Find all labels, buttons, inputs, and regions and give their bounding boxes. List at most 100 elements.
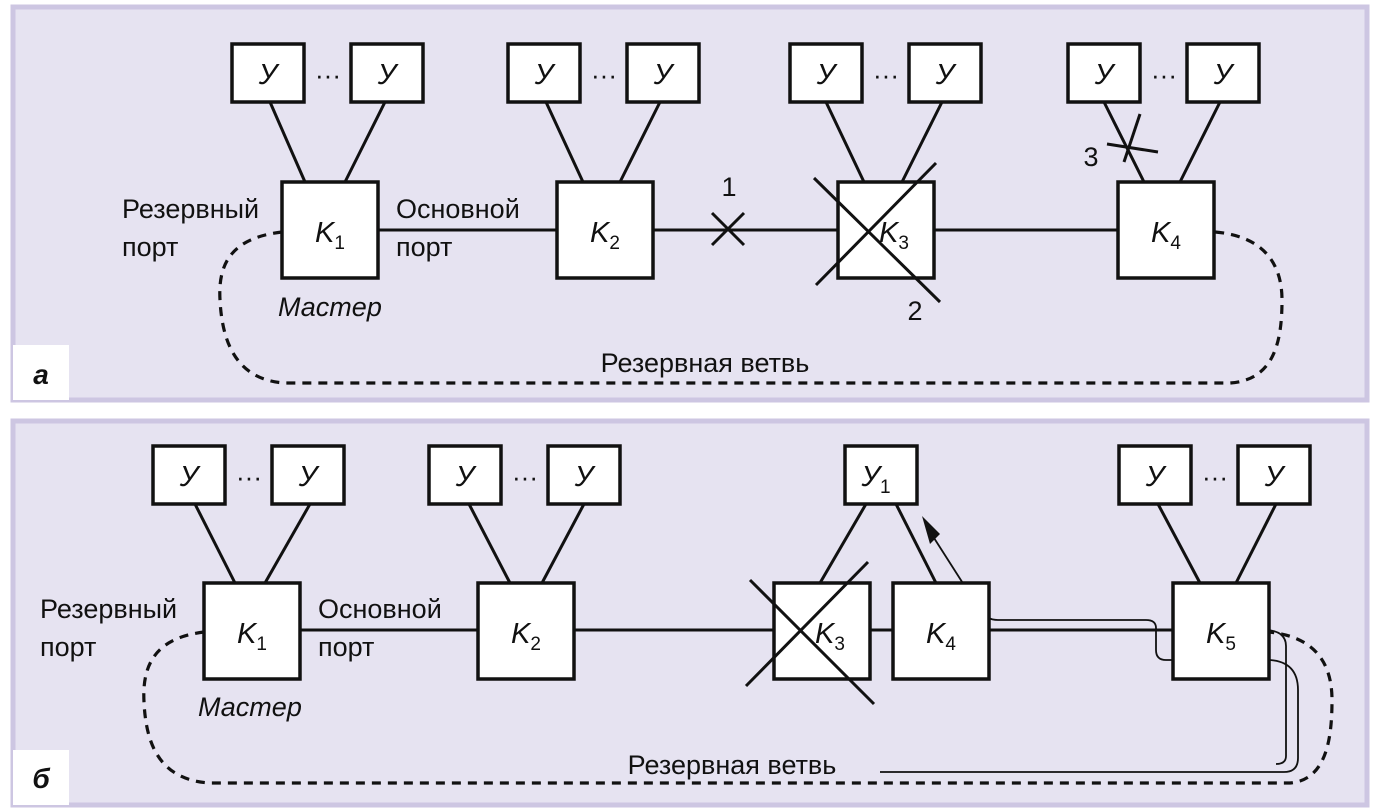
device-label: У: [574, 461, 596, 493]
master-label: Мастер: [198, 692, 302, 722]
device-box: [788, 42, 864, 104]
reserve-port-label: порт: [122, 232, 178, 262]
device-box: [230, 42, 306, 104]
main-port-label: порт: [396, 232, 452, 262]
reserve-branch-path: [218, 230, 1284, 385]
fault-2-cross: [812, 176, 942, 304]
fault-3-cross: [1122, 113, 1142, 163]
device-box: [1185, 42, 1261, 104]
device-group-k2: У ··· У: [427, 444, 622, 506]
panel-b-letter-tab: [13, 750, 69, 805]
traffic-path-line: [880, 526, 1299, 773]
device-box: [625, 42, 701, 104]
fault-3-label: 3: [1083, 142, 1098, 172]
fault-k3-cross: [744, 560, 870, 688]
switch-k1: K1: [280, 180, 380, 280]
switch-label: K3: [879, 217, 909, 254]
switch-k2: K2: [555, 180, 655, 280]
fault-3-cross: [1106, 142, 1159, 154]
device-box: [270, 444, 346, 506]
device-label: У: [653, 59, 675, 91]
switch-label: K5: [1206, 618, 1236, 655]
device-link: [263, 503, 312, 584]
ellipsis: ···: [873, 60, 899, 90]
device-link: [467, 503, 512, 584]
main-port-label: порт: [318, 632, 374, 662]
ellipsis: ···: [1202, 462, 1228, 492]
device-group-k2: У ··· У: [506, 42, 701, 104]
switch-label: K2: [511, 618, 541, 655]
switch-k4: K4: [1116, 180, 1216, 280]
fault-1-label: 1: [721, 172, 736, 202]
fault-1-cross: [710, 211, 746, 247]
main-port-label: Основной: [318, 594, 442, 624]
device-link: [618, 101, 662, 183]
device-label: У: [1094, 59, 1116, 91]
switch-box: [891, 581, 991, 681]
device-label: У: [298, 461, 320, 493]
panel-a-letter-tab: [13, 345, 69, 400]
switch-k1: K1: [202, 581, 302, 681]
device-link: [193, 503, 237, 584]
fault-2-cross: [814, 161, 938, 287]
ellipsis: ···: [236, 462, 262, 492]
device-link: [343, 101, 387, 183]
device-label: У: [816, 59, 838, 91]
traffic-path-line: [1267, 629, 1287, 765]
ellipsis: ···: [1151, 60, 1177, 90]
switch-box: [202, 581, 302, 681]
device-link-broken: [1102, 101, 1146, 183]
device-box: [349, 42, 425, 104]
reserve-branch-label: Резервная ветвь: [628, 750, 837, 780]
device-box: [506, 42, 582, 104]
switch-box: [772, 581, 872, 681]
switch-label: K2: [590, 217, 620, 254]
switch-box: [555, 180, 655, 280]
switch-box: [476, 581, 576, 681]
device-label: У: [1264, 461, 1286, 493]
device-label: У: [534, 59, 556, 91]
device-label: У1: [860, 461, 890, 498]
device-box: [427, 444, 503, 506]
device-group-k1: У ··· У: [230, 42, 425, 104]
device-box: [151, 444, 227, 506]
switch-label: K1: [315, 217, 345, 254]
device-link: [1178, 101, 1222, 183]
device-box: [1117, 444, 1193, 506]
switch-box: [280, 180, 380, 280]
device-link-u1-k3: [818, 503, 868, 584]
main-port-label: Основной: [396, 194, 520, 224]
device-box: [1066, 42, 1142, 104]
ellipsis: ···: [512, 462, 538, 492]
device-group-k3: У ··· У: [788, 42, 983, 104]
device-label: У: [377, 59, 399, 91]
switch-k2: K2: [476, 581, 576, 681]
switch-k3: K3: [836, 180, 936, 280]
switch-label: K3: [815, 618, 845, 655]
fault-k3-cross: [748, 578, 876, 706]
device-label: У: [1145, 461, 1167, 493]
reserve-branch-label: Резервная ветвь: [601, 348, 810, 378]
panel-a-letter: а: [33, 359, 49, 390]
device-link: [1234, 503, 1278, 584]
switch-label: K4: [926, 618, 956, 655]
panel-b: б У ··· У У ···: [10, 418, 1370, 808]
device-box: [843, 444, 919, 506]
switch-label: K1: [237, 618, 267, 655]
device-label: У: [935, 59, 957, 91]
switch-box: [1171, 581, 1271, 681]
reserve-port-label: Резервный: [122, 194, 259, 224]
reserve-port-label: порт: [40, 632, 96, 662]
device-group-k1: У ··· У: [151, 444, 346, 506]
device-label: У: [179, 461, 201, 493]
device-label: У: [455, 461, 477, 493]
switch-k3: K3: [772, 581, 872, 681]
device-link: [824, 101, 866, 183]
traffic-arrow-head: [922, 516, 940, 544]
device-group-k5: У ··· У: [1117, 444, 1312, 506]
device-link-u1-k4: [894, 503, 938, 584]
ellipsis: ···: [315, 60, 341, 90]
master-label: Мастер: [278, 292, 382, 322]
device-link: [544, 101, 585, 183]
